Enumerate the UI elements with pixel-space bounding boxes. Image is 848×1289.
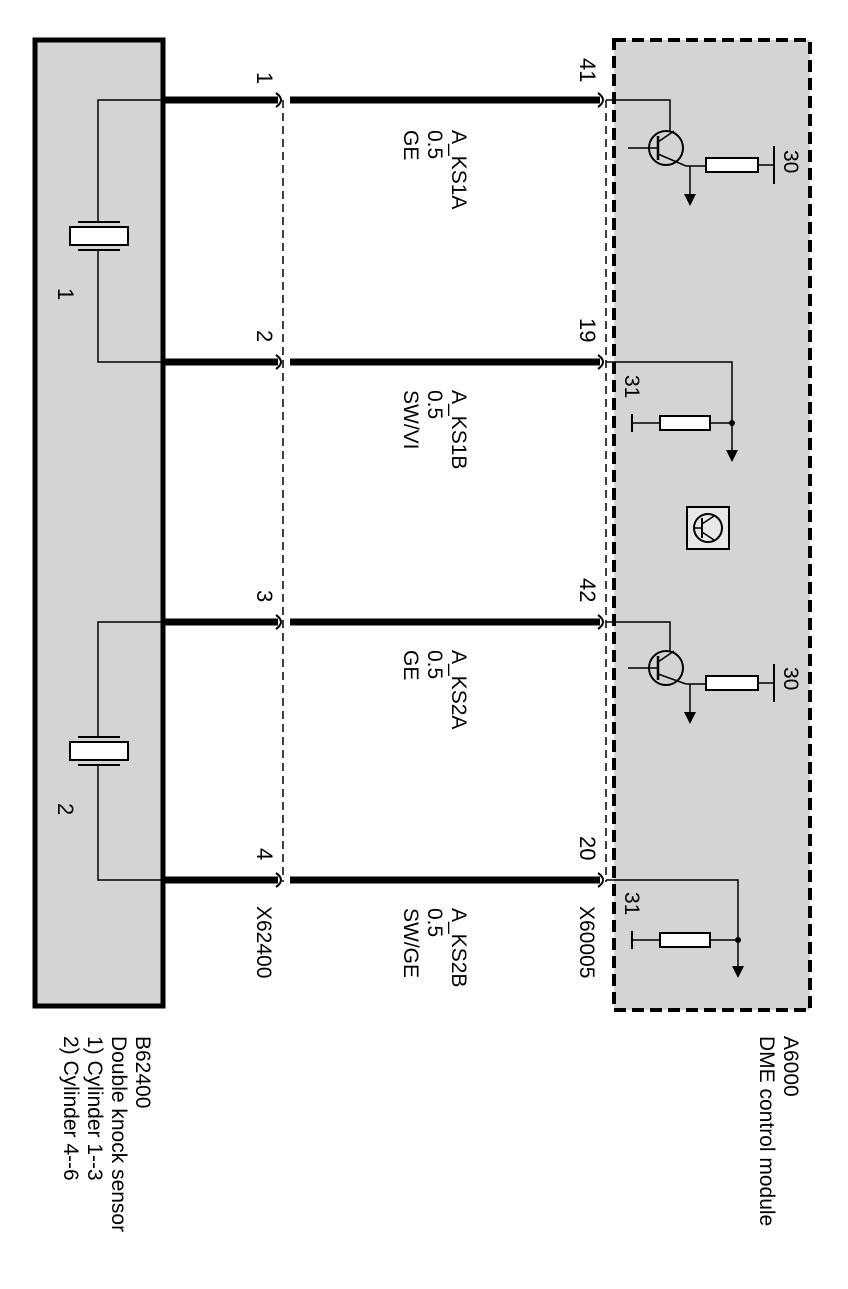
module-pin-19: 19: [575, 318, 600, 342]
module-pin-41: 41: [575, 58, 600, 82]
sensor-pin-2: 2: [252, 330, 277, 342]
wire-4-color: SW/GE: [399, 908, 422, 978]
wire-2-gauge: 0.5: [423, 390, 446, 419]
sensor-pin-4: 4: [252, 848, 277, 860]
wire-1-color: GE: [399, 130, 422, 160]
wire-1: [163, 92, 604, 108]
piezo-element-2: [69, 621, 163, 881]
connector-module-id: X60005: [575, 906, 598, 978]
sensor-note-1: 1) Cylinder 1--3: [83, 1036, 106, 1181]
terminal-30-top: 30: [779, 150, 802, 173]
connector-sensor-id: X62400: [252, 906, 275, 978]
module-pin-42: 42: [575, 578, 600, 602]
terminal-30-bottom: 30: [779, 667, 802, 690]
sensor-pin-1: 1: [252, 72, 277, 84]
terminal-31-a: 31: [620, 375, 643, 398]
sensor-pin-3: 3: [252, 590, 277, 602]
wire-4-signal: A_KS2B: [447, 908, 470, 987]
wire-3-color: GE: [399, 650, 422, 680]
sensor-housing: [32, 37, 166, 1009]
piezo-element-1: [69, 99, 163, 363]
sensor-note-2: 2) Cylinder 4--6: [59, 1036, 82, 1181]
ground-circuit-1: [606, 361, 738, 462]
sensor-id: B62400: [131, 1036, 154, 1108]
wire-2-color: SW/VI: [399, 390, 422, 450]
sensor-name: Double knock sensor: [107, 1036, 130, 1232]
piezo-label-2: 2: [53, 803, 78, 815]
wire-1-gauge: 0.5: [423, 130, 446, 159]
transistor-circuit-2: [606, 621, 775, 724]
wire-3-signal: A_KS2A: [447, 650, 470, 729]
wire-4: [163, 872, 604, 888]
piezo-label-1: 1: [53, 288, 78, 300]
wire-2-signal: A_KS1B: [447, 390, 470, 469]
module-id: A6000: [779, 1036, 802, 1097]
terminal-31-b: 31: [620, 892, 643, 915]
module-pin-20: 20: [575, 836, 600, 860]
wire-4-gauge: 0.5: [423, 908, 446, 937]
wire-2: [163, 354, 604, 370]
wire-3: [163, 614, 604, 630]
transistor-circuit-1: [606, 99, 775, 206]
transistor-icon: [686, 506, 730, 550]
wire-3-gauge: 0.5: [423, 650, 446, 679]
wire-1-signal: A_KS1A: [447, 130, 470, 209]
ground-circuit-2: [606, 879, 744, 978]
module-name: DME control module: [755, 1036, 778, 1226]
